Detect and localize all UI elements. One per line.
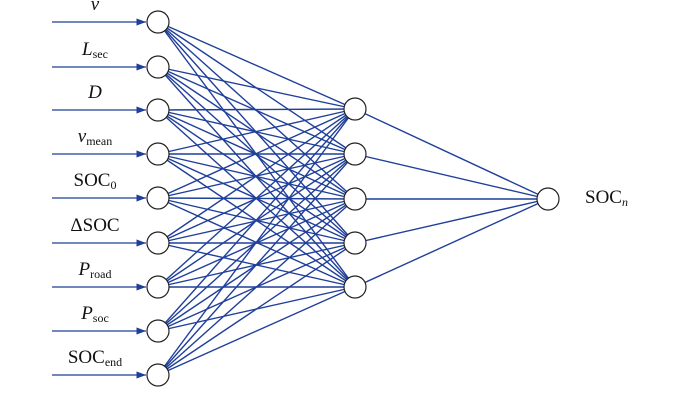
hidden-output-edge <box>354 198 549 288</box>
input-hidden-edge <box>157 286 356 376</box>
input-node <box>146 319 170 343</box>
input-node <box>146 10 170 34</box>
input-label-main: v <box>90 0 100 15</box>
input-hidden-edge <box>157 242 356 376</box>
hidden-output-edge <box>354 198 549 244</box>
input-hidden-edge <box>157 108 356 288</box>
input-label-sub: 0 <box>110 178 117 192</box>
input-hidden-edge <box>157 108 356 332</box>
input-label-main: SOC <box>67 347 105 368</box>
input-label: SOCend <box>68 347 122 370</box>
input-hidden-edge <box>157 108 356 155</box>
input-node <box>146 363 170 387</box>
input-label: D <box>88 82 102 104</box>
input-hidden-edge <box>157 108 356 244</box>
input-label: Psoc <box>81 303 109 326</box>
input-label-sub: end <box>104 355 123 369</box>
hidden-node <box>343 97 367 121</box>
input-label-main: ΔSOC <box>70 215 120 236</box>
input-label: ΔSOC <box>70 215 119 237</box>
input-hidden-edge <box>157 66 356 200</box>
hidden-output-edge <box>354 108 549 200</box>
hidden-node <box>343 187 367 211</box>
input-label: vmean <box>78 126 112 149</box>
input-hidden-edge <box>157 66 356 110</box>
output-node <box>536 187 560 211</box>
input-hidden-edge <box>157 21 356 110</box>
input-node <box>146 275 170 299</box>
output-label: SOCn <box>585 187 628 210</box>
input-label-main: L <box>82 39 93 60</box>
input-hidden-edge <box>157 153 356 376</box>
input-label-sub: sec <box>92 47 108 61</box>
input-hidden-edge <box>157 108 356 111</box>
input-label-main: v <box>77 126 87 147</box>
input-hidden-edge <box>157 108 356 199</box>
input-node <box>146 142 170 166</box>
input-label-main: D <box>88 82 102 103</box>
output-label-sub: n <box>621 195 628 209</box>
input-label-sub: mean <box>86 134 113 148</box>
input-label: Proad <box>79 259 112 282</box>
input-label: v <box>91 0 99 16</box>
input-hidden-edge <box>157 108 356 376</box>
input-label-main: P <box>78 259 91 280</box>
hidden-node <box>343 142 367 166</box>
hidden-node <box>343 275 367 299</box>
input-hidden-edge <box>157 198 356 376</box>
hidden-output-edge <box>354 153 549 200</box>
input-node <box>146 231 170 255</box>
hidden-node <box>343 231 367 255</box>
input-node <box>146 186 170 210</box>
input-node <box>146 98 170 122</box>
input-label: SOC0 <box>74 170 117 193</box>
input-label-main: P <box>81 303 93 324</box>
input-label-sub: soc <box>92 311 109 325</box>
input-label-sub: road <box>90 267 112 281</box>
input-node <box>146 55 170 79</box>
input-label-main: SOC <box>73 170 111 191</box>
output-label-main: SOC <box>585 187 622 208</box>
input-label: Lsec <box>82 39 108 62</box>
